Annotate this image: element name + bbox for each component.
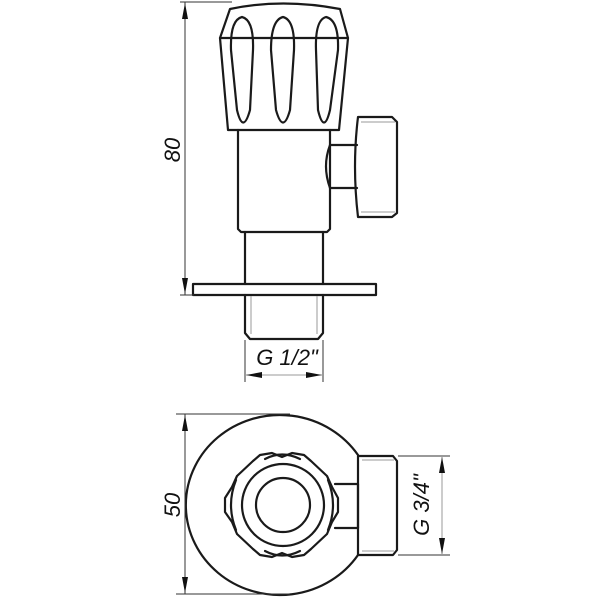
top-view: 50 G 3/4" [160,413,450,597]
inner-ring [240,462,326,548]
diameter-dimension: 50 [160,413,290,595]
outlet-nut-side [324,115,399,219]
outlet-dimension-label: G 3/4" [409,473,434,536]
bore-circle [254,476,312,534]
inlet-dimension-label: G 1/2" [256,345,319,370]
height-dimension-label: 80 [160,137,185,162]
handle-star-outline [223,451,340,559]
valve-handle-knob [218,2,350,132]
inlet-dimension: G 1/2" [244,340,324,382]
outlet-nut-top [333,454,399,557]
valve-body [236,128,332,234]
side-view: 80 G 1/2" [160,1,399,382]
outlet-dimension: G 3/4" [398,455,450,556]
flange-circle [184,413,360,597]
flange-plate [191,282,378,297]
diameter-dimension-label: 50 [160,492,185,517]
height-dimension: 80 [160,1,232,296]
lower-stem [243,230,325,286]
inlet-thread [243,293,325,341]
